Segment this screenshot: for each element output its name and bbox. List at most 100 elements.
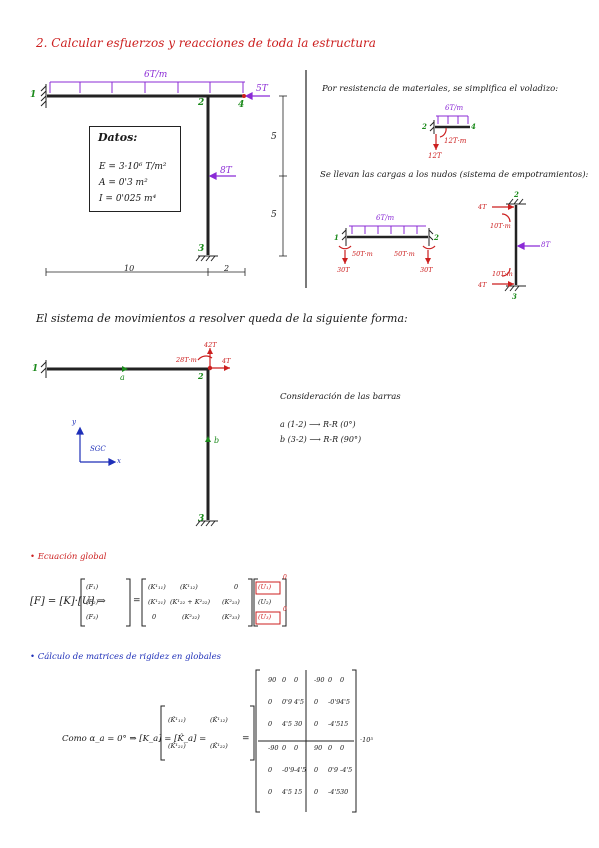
consid-line: b (3-2) ⟶ R-R (90°) (280, 435, 362, 444)
matrix-cell: 90 (314, 744, 323, 752)
matrix-cell: (K¹₁₂) (180, 583, 198, 591)
equation-lhs: [F] = [K]·[U] ⇒ (30, 596, 106, 607)
node-label: 3 (512, 292, 517, 301)
force-label: 12T (428, 152, 442, 160)
dimension-label: 5 (271, 132, 277, 142)
matrix-cell: (K¹₂₂ + K²₂₂) (170, 598, 210, 606)
node-label: 2 (434, 233, 439, 242)
matrix-cell: 15 (294, 788, 303, 796)
force-label: 5T (256, 84, 268, 94)
matrix-cell: 0 (314, 698, 319, 706)
fixed-support-icon (40, 84, 47, 108)
load-label: 6T/m (144, 70, 168, 80)
matrix-cell: 0 (340, 676, 345, 684)
matrix-cell: 0'9 (328, 766, 339, 774)
matrix-cell: 30 (294, 720, 303, 728)
block-cell: (K̂¹₁₁) (168, 716, 186, 724)
node-label: 2 (514, 190, 519, 199)
section-heading: • Ecuación global (30, 552, 107, 562)
node-label: 1 (32, 364, 39, 374)
dimension-label: 5 (271, 210, 277, 220)
force-label: 4T (222, 357, 231, 365)
section-text: El sistema de movimientos a resolver que… (36, 312, 408, 325)
matrix-cell: 90 (268, 676, 277, 684)
section-heading: • Cálculo de matrices de rigidez en glob… (30, 652, 222, 662)
matrix-cell: 0 (328, 744, 333, 752)
matrix-cell: 0 (314, 788, 319, 796)
node-label: 3 (198, 244, 205, 254)
force-label: 30T (420, 266, 433, 274)
matrix-cell: (K²₂₃) (222, 598, 240, 606)
matrix-cell: -4'5 (340, 766, 353, 774)
node-label: 2 (422, 122, 427, 131)
matrix-cell: 4'5 (282, 788, 293, 796)
fixed-support-icon (195, 255, 218, 262)
matrix-brackets (80, 578, 287, 627)
load-label: 6T/m (376, 214, 395, 222)
matrix-cell: -0'9 (328, 698, 341, 706)
moment-label: 12T·m (444, 137, 467, 145)
axis-label: y (72, 418, 76, 426)
matrix-cell: (K¹₂₁) (148, 598, 166, 606)
node-label: 1 (30, 90, 37, 100)
note-text: Se llevan las cargas a los nudos (sistem… (320, 170, 589, 180)
matrix-cell: (K²₃₂) (182, 613, 200, 621)
consid-line: a (1-2) ⟶ R-R (0°) (280, 420, 356, 429)
matrix-cell: 0 (268, 766, 273, 774)
matrix-cell: 0 (152, 613, 157, 621)
matrix-cell: 0 (268, 720, 273, 728)
moment-label: 10T·m (492, 270, 513, 278)
node-label: 1 (334, 233, 339, 242)
matrix-cell: -0'9 (282, 766, 295, 774)
force-label: 4T (478, 281, 487, 289)
vector-cell: (F₁) (86, 583, 99, 591)
block-cell: (K̂¹₂₁) (168, 742, 186, 750)
matrix-cell: 0 (282, 744, 287, 752)
vector-cell: (F₃) (86, 613, 99, 621)
axis-label: x (117, 457, 121, 465)
force-label: 4T (478, 203, 487, 211)
moment-label: 28T·m (176, 356, 197, 364)
note-text: Por resistencia de materiales, se simpli… (322, 84, 559, 94)
load-label: 6T/m (445, 104, 464, 112)
matrix-cell: 0 (328, 676, 333, 684)
moment-label: 50T·m (394, 250, 415, 258)
matrix-lhs: Como α_a = 0° ⇒ [K_a] = [K̂_a] = (62, 734, 207, 744)
node-label: 2 (198, 371, 204, 381)
zero-mark: 0 (283, 606, 287, 613)
distributed-load (49, 81, 245, 93)
block-cell: (K̂¹₁₂) (210, 716, 228, 724)
page-title: 2. Calcular esfuerzos y reacciones de to… (36, 36, 376, 50)
matrix-cell: -90 (314, 676, 325, 684)
matrix-cell: 0 (268, 698, 273, 706)
matrix-cell: 0 (268, 788, 273, 796)
matrix-cell: 30 (340, 788, 349, 796)
axes-icon (76, 426, 117, 466)
matrix-cell: -4'5 (294, 766, 307, 774)
datos-line: E = 3·10⁶ T/m² (99, 162, 167, 172)
matrix-factor: ·10³ (360, 736, 373, 744)
stiffness-matrix-brackets (160, 669, 357, 813)
zero-mark: 0 (283, 574, 287, 581)
matrix-cell: 0 (234, 583, 239, 591)
matrix-cell: 4'5 (294, 698, 305, 706)
node-label: 2 (198, 98, 205, 108)
matrix-cell: 0 (314, 766, 319, 774)
dimension-label: 10 (124, 264, 135, 273)
bar-label: b (214, 436, 220, 445)
matrix-cell: 0'9 (282, 698, 293, 706)
matrix-cell: 0 (340, 744, 345, 752)
datos-heading: Datos: (98, 131, 138, 144)
matrix-cell: 0 (294, 676, 299, 684)
moment-label: 10T·m (490, 222, 511, 230)
datos-box (89, 126, 181, 212)
node-label: 4 (238, 100, 245, 110)
force-label: 8T (220, 166, 232, 176)
matrix-cell: (K¹₁₁) (148, 583, 166, 591)
matrix-cell: 0 (294, 744, 299, 752)
datos-line: A = 0'3 m² (99, 178, 148, 188)
dimension-label: 2 (224, 264, 230, 273)
matrix-cell: 4'5 (340, 698, 351, 706)
node-label: 3 (198, 514, 205, 524)
